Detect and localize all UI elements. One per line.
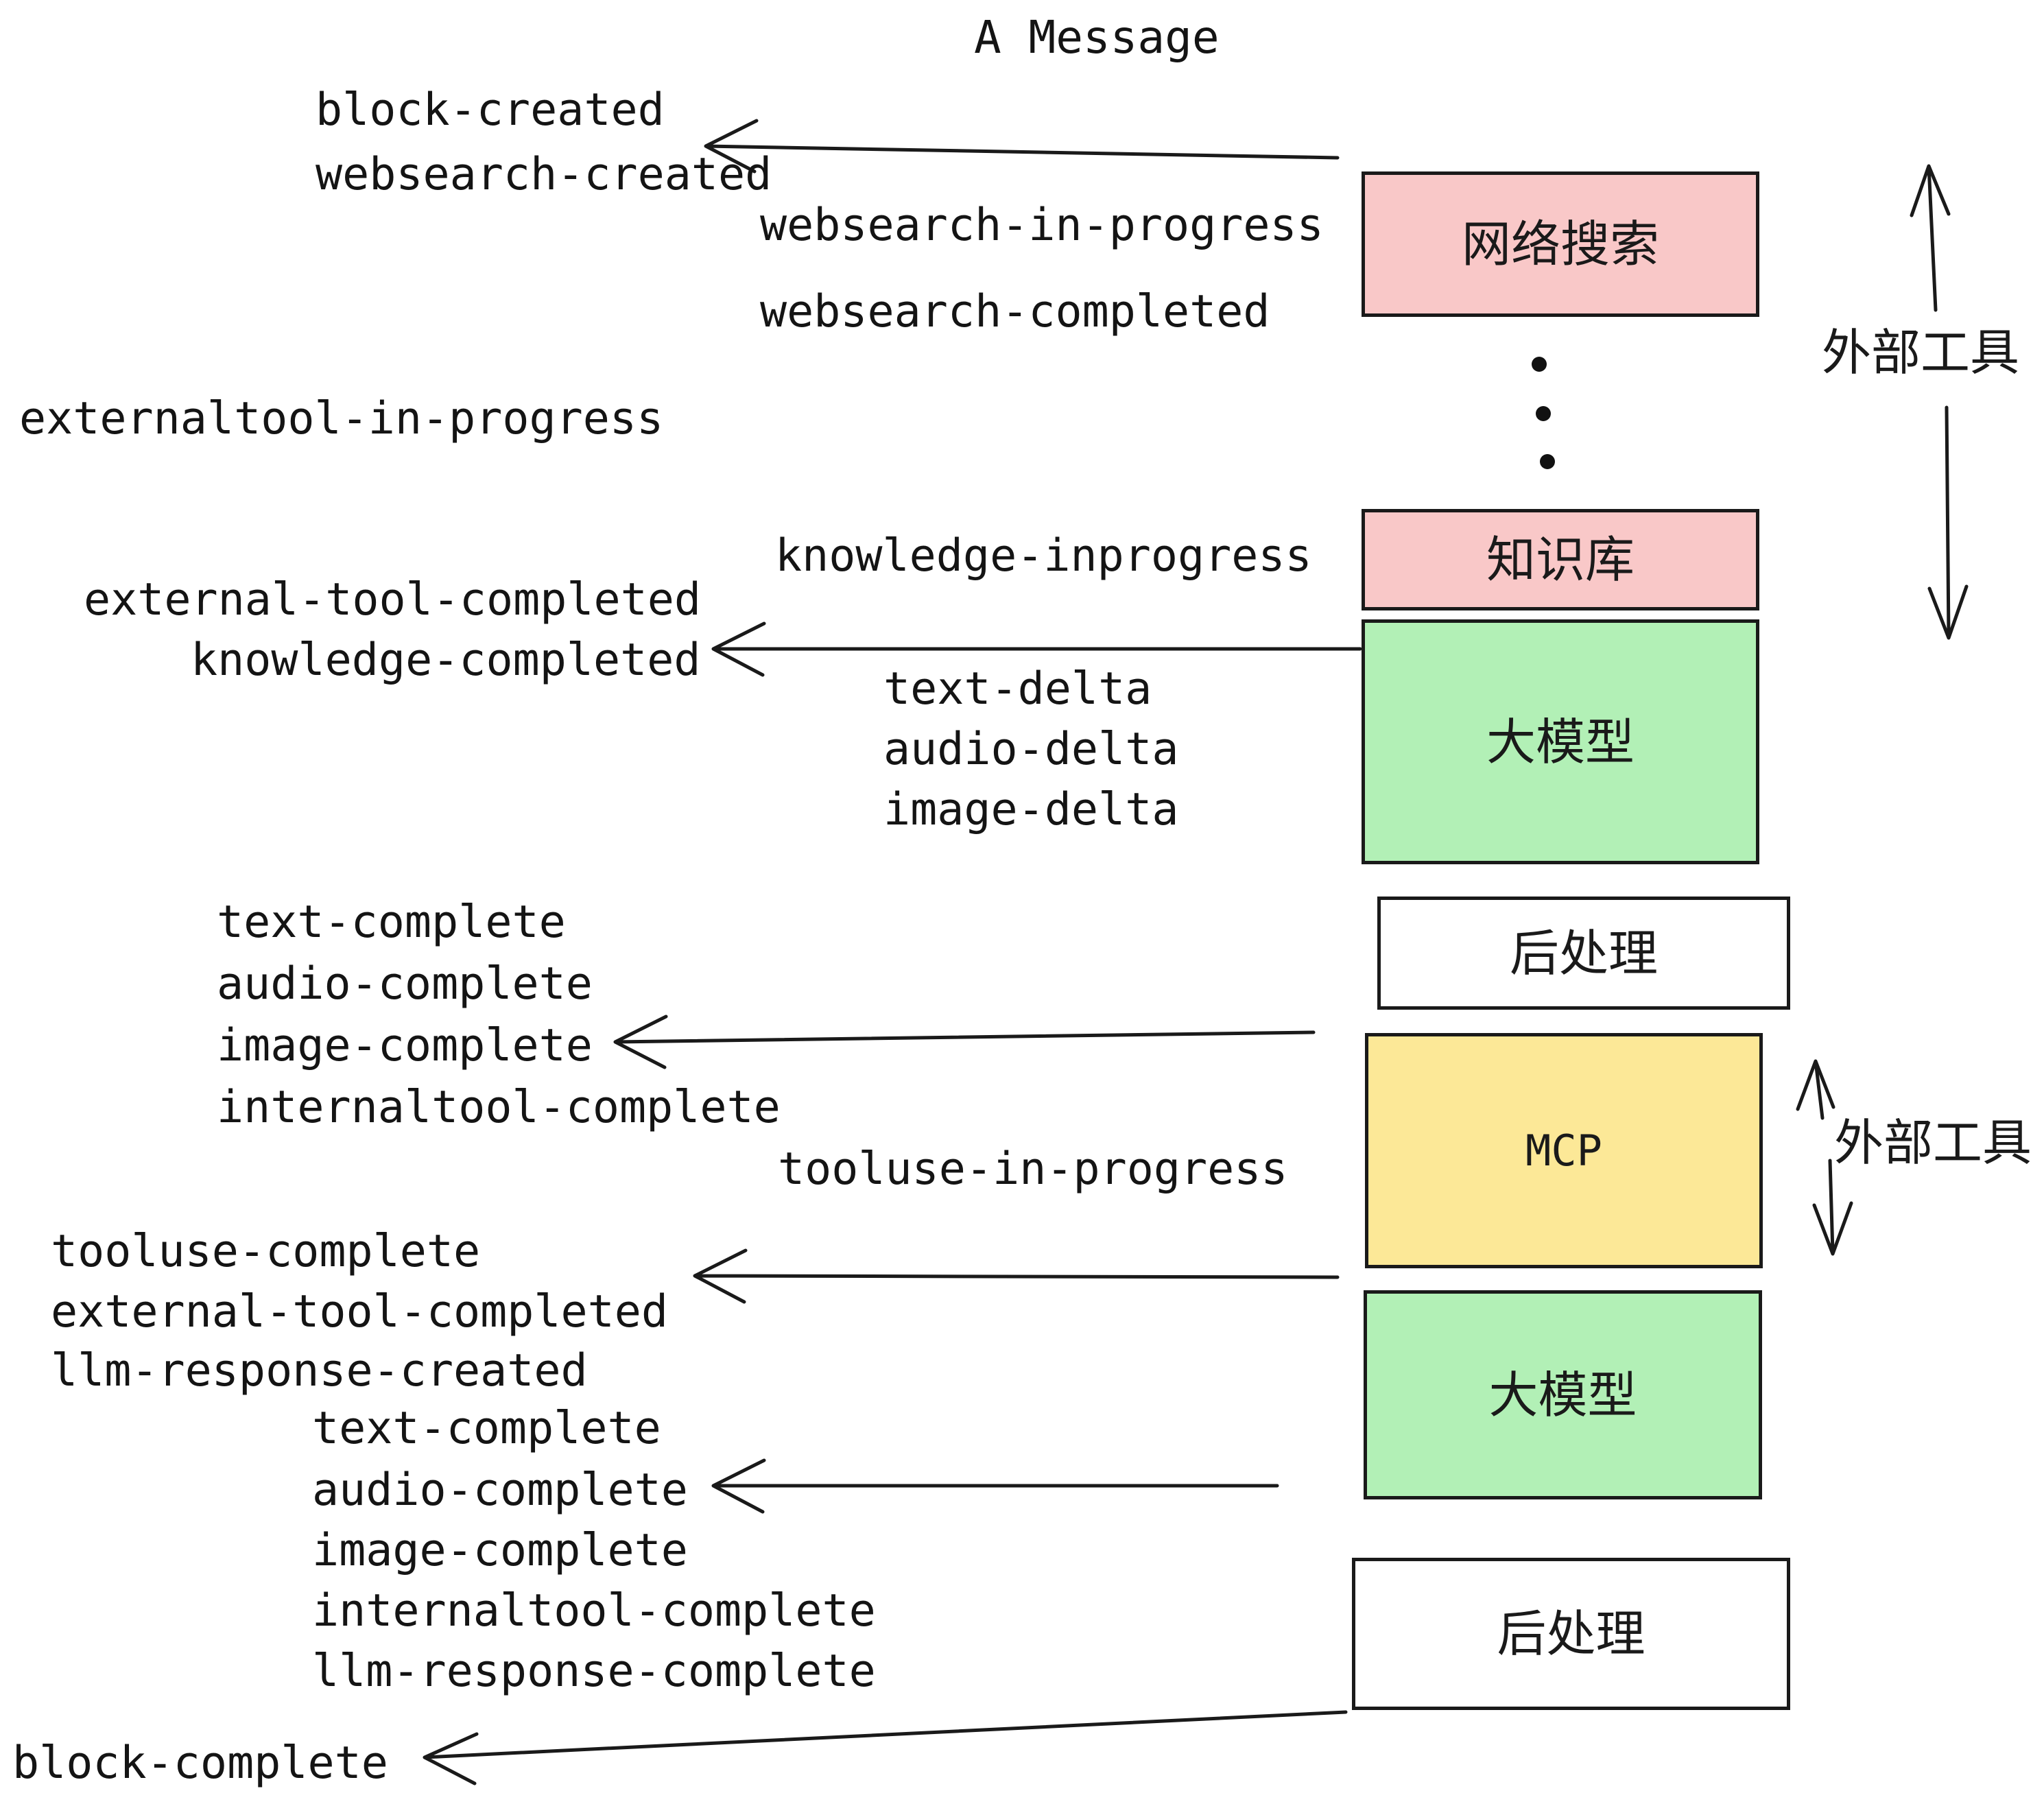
ellipsis-dot xyxy=(1536,406,1551,421)
event-block-created: block-created xyxy=(316,84,665,136)
event-internaltool-complete-2: internaltool-complete xyxy=(312,1585,876,1637)
external-tools-label-mcp: 外部工具 xyxy=(1834,1114,2032,1172)
box-llm-1-label: 大模型 xyxy=(1486,713,1635,771)
box-websearch: 网络搜索 xyxy=(1362,171,1759,317)
box-mcp-label: MCP xyxy=(1525,1125,1602,1176)
event-image-delta: image-delta xyxy=(883,784,1179,835)
box-mcp: MCP xyxy=(1365,1033,1763,1268)
event-block-complete: block-complete xyxy=(12,1737,388,1789)
event-websearch-in-progress: websearch-in-progress xyxy=(760,200,1324,251)
arrow-to-tooluse-complete xyxy=(693,1248,1340,1304)
arrow-to-image-complete xyxy=(613,1014,1316,1069)
event-text-complete-2: text-complete xyxy=(312,1403,661,1454)
event-audio-complete-2: audio-complete xyxy=(312,1464,688,1516)
event-text-delta: text-delta xyxy=(883,663,1152,715)
box-postprocess-2: 后处理 xyxy=(1352,1558,1790,1710)
box-knowledge-label: 知识库 xyxy=(1486,531,1635,589)
event-image-complete: image-complete xyxy=(217,1020,593,1071)
external-tools-label-top: 外部工具 xyxy=(1822,324,2020,381)
event-audio-complete: audio-complete xyxy=(217,958,593,1010)
mcp-external-tools-down-arrow xyxy=(1812,1159,1853,1256)
external-tools-up-arrow xyxy=(1910,164,1951,312)
event-llm-response-created: llm-response-created xyxy=(51,1345,588,1397)
event-websearch-created: websearch-created xyxy=(316,149,772,200)
box-postprocess-1: 后处理 xyxy=(1377,897,1790,1010)
box-llm-1: 大模型 xyxy=(1362,619,1759,864)
external-tools-down-arrow xyxy=(1927,405,1969,640)
event-audio-delta: audio-delta xyxy=(883,724,1179,775)
event-externaltool-in-progress: externaltool-in-progress xyxy=(19,393,664,444)
box-llm-2-label: 大模型 xyxy=(1488,1366,1637,1424)
box-postprocess-1-label: 后处理 xyxy=(1509,924,1658,982)
box-llm-2: 大模型 xyxy=(1364,1290,1762,1499)
event-knowledge-inprogress: knowledge-inprogress xyxy=(775,530,1312,582)
ellipsis-dot xyxy=(1540,454,1555,469)
event-internaltool-complete: internaltool-complete xyxy=(217,1082,781,1133)
arrow-to-audio-complete xyxy=(711,1458,1279,1514)
arrow-to-knowledge-completed xyxy=(711,621,1362,677)
event-websearch-completed: websearch-completed xyxy=(760,286,1270,337)
diagram-title: A Message xyxy=(974,11,1220,64)
ellipsis-dot xyxy=(1532,357,1547,372)
event-external-tool-completed: external-tool-completed xyxy=(84,574,702,626)
event-tooluse-complete: tooluse-complete xyxy=(51,1226,481,1277)
event-llm-response-complete: llm-response-complete xyxy=(312,1646,876,1697)
box-knowledge: 知识库 xyxy=(1362,509,1759,610)
event-external-tool-completed-2: external-tool-completed xyxy=(51,1286,669,1338)
box-websearch-label: 网络搜索 xyxy=(1461,215,1659,273)
event-image-complete-2: image-complete xyxy=(312,1525,688,1576)
mcp-external-tools-up-arrow xyxy=(1796,1059,1835,1120)
event-tooluse-in-progress: tooluse-in-progress xyxy=(778,1143,1288,1195)
event-text-complete: text-complete xyxy=(217,897,566,948)
event-knowledge-completed: knowledge-completed xyxy=(191,634,701,686)
arrow-to-block-created xyxy=(704,119,1340,174)
box-postprocess-2-label: 后处理 xyxy=(1497,1605,1645,1663)
arrow-to-block-complete xyxy=(423,1710,1348,1785)
